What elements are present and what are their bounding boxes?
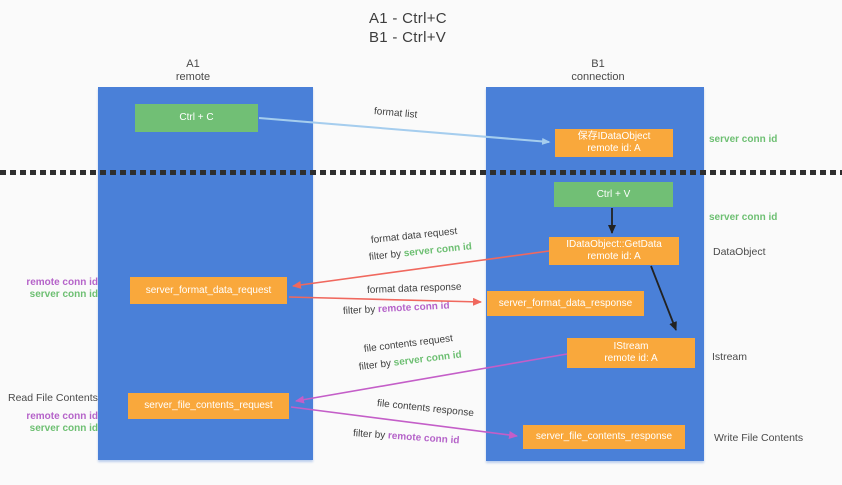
diagram-title: A1 - Ctrl+C B1 - Ctrl+V (369, 9, 447, 47)
conn-id-stack-bottom: remote conn id server conn id (2, 411, 98, 435)
column-a1-id: A1 (186, 58, 200, 70)
node-ctrl-c: Ctrl + C (135, 104, 258, 132)
node-istream-line1: IStream (613, 341, 649, 352)
node-save-idataobject-line2: remote id: A (587, 143, 641, 154)
label-filter-by-remote-conn-id-2: filter by remote conn id (353, 428, 460, 446)
node-file-request-label: server_file_contents_request (144, 400, 273, 411)
remote-conn-id-text: remote conn id (26, 277, 98, 288)
conn-id-stack-top: remote conn id server conn id (2, 277, 98, 301)
remote-conn-id-label: remote conn id (2, 411, 98, 423)
node-getdata-line1: IDataObject::GetData (566, 239, 662, 250)
server-conn-id-text: server conn id (29, 289, 98, 300)
write-file-contents-text: Write File Contents (714, 432, 804, 444)
node-format-request-label: server_format_data_request (145, 284, 272, 296)
column-a1-subtitle: remote (175, 71, 211, 83)
remote-conn-id-text: remote conn id (387, 430, 460, 447)
label-read-file-contents: Read File Contents (8, 392, 98, 404)
node-ctrl-v: Ctrl + V (554, 182, 673, 207)
column-b1-subtitle: connection (571, 71, 625, 83)
node-idataobject-getdata: IDataObject::GetData remote id: A (549, 237, 679, 265)
node-ctrl-v-label: Ctrl + V (596, 188, 631, 200)
remote-conn-id-label: remote conn id (2, 277, 98, 289)
node-save-idataobject: 保存IDataObject remote id: A (555, 129, 673, 157)
node-getdata-line2: remote id: A (587, 251, 641, 262)
session-divider-dotted-line (0, 170, 842, 175)
label-server-conn-id-right-mid: server conn id (709, 212, 777, 223)
column-header-b1: B1 connection (543, 58, 653, 84)
label-write-file-contents: Write File Contents (714, 432, 803, 444)
filter-by-text: filter by (368, 248, 405, 263)
node-server-format-data-request: server_format_data_request (130, 277, 287, 304)
column-header-a1: A1 remote (138, 58, 248, 84)
label-istream-side: Istream (712, 351, 747, 363)
server-conn-id-text: server conn id (403, 241, 473, 260)
node-server-format-data-response: server_format_data_response (487, 291, 644, 316)
server-conn-id-label: server conn id (2, 423, 98, 435)
server-conn-id-label: server conn id (2, 289, 98, 301)
node-server-file-contents-request: server_file_contents_request (128, 393, 289, 419)
format-list-text: format list (373, 106, 418, 121)
node-file-response-label: server_file_contents_response (535, 431, 673, 442)
label-server-conn-id-right-top: server conn id (709, 134, 777, 145)
remote-conn-id-text: remote conn id (26, 411, 98, 422)
dataobject-text: DataObject (713, 246, 766, 258)
filter-by-text: filter by (342, 304, 379, 317)
title-line-2: B1 - Ctrl+V (369, 29, 447, 46)
node-server-file-contents-response: server_file_contents_response (523, 425, 685, 449)
title-line-1: A1 - Ctrl+C (369, 10, 447, 27)
label-format-list: format list (374, 106, 418, 121)
server-conn-id-text: server conn id (709, 212, 778, 223)
node-ctrl-c-label: Ctrl + C (179, 112, 214, 123)
filter-by-text: filter by (358, 357, 395, 373)
server-conn-id-text: server conn id (29, 423, 98, 434)
istream-side-text: Istream (712, 351, 748, 363)
server-conn-id-text: server conn id (393, 349, 463, 369)
node-save-idataobject-line1: 保存IDataObject (577, 131, 651, 142)
node-format-response-label: server_format_data_response (498, 297, 633, 309)
file-contents-response-text: file contents response (376, 398, 475, 420)
column-b1-id: B1 (591, 58, 605, 70)
label-filter-by-remote-conn-id-1: filter by remote conn id (343, 300, 450, 317)
format-data-response-arrow (288, 296, 482, 306)
node-istream-line2: remote id: A (604, 353, 658, 364)
server-conn-id-text: server conn id (709, 134, 778, 145)
node-istream: IStream remote id: A (567, 338, 695, 368)
format-data-response-text: format data response (366, 281, 462, 296)
label-file-contents-response: file contents response (376, 398, 474, 419)
label-dataobject: DataObject (713, 246, 766, 258)
label-format-data-response: format data response (367, 282, 462, 296)
remote-conn-id-text: remote conn id (377, 300, 450, 316)
filter-by-text: filter by (352, 428, 389, 442)
read-file-contents-text: Read File Contents (8, 392, 98, 404)
